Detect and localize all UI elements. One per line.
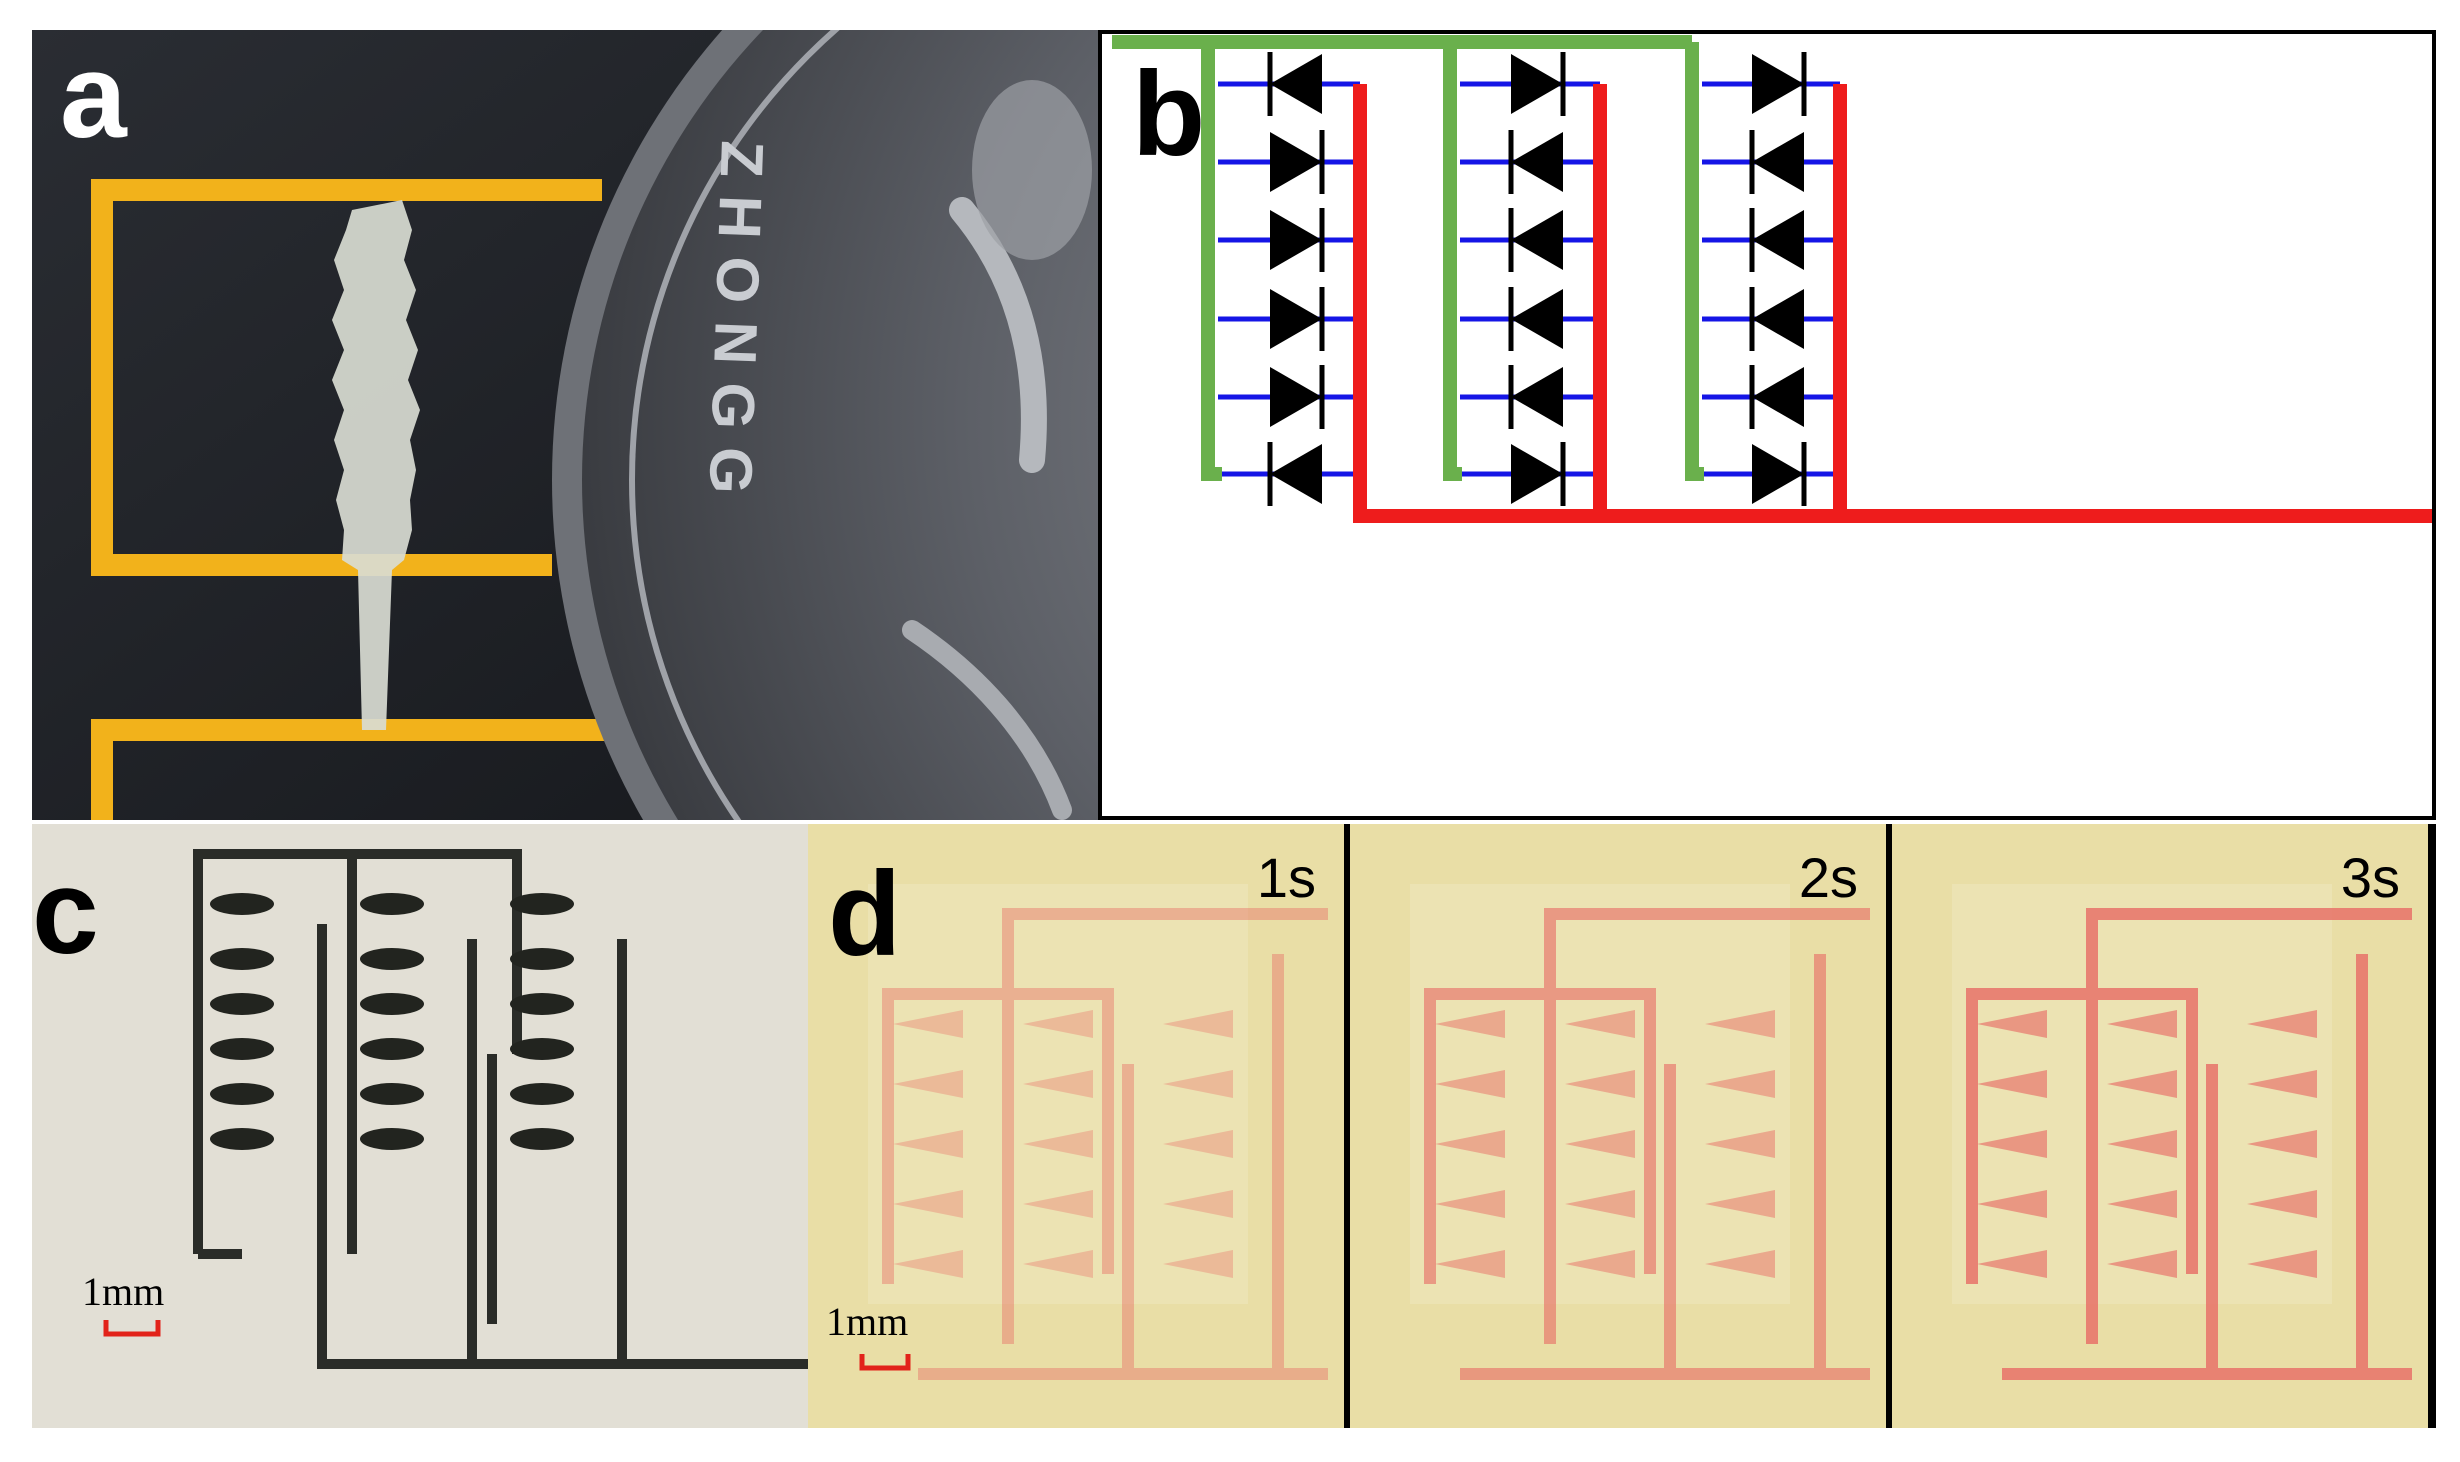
dye-droplets: [1977, 1010, 2317, 1278]
dye-filled-network: [882, 908, 1328, 1380]
droplet: [360, 993, 424, 1015]
droplet: [360, 1128, 424, 1150]
frame-time-label: 3s: [2340, 846, 2400, 909]
dye-filled-network: [1966, 908, 2412, 1380]
diode-symbol: [1752, 52, 1807, 116]
panel-c-photo: [32, 824, 808, 1428]
panel-b-label: b: [1132, 47, 1206, 181]
droplet: [510, 948, 574, 970]
coin-inscription: ZHONGG: [696, 140, 776, 513]
droplet: [210, 893, 274, 915]
diode-symbol: [1270, 287, 1325, 351]
droplet: [210, 993, 274, 1015]
top-rail-wire: [1112, 35, 1704, 481]
panel-a: ZHONGG a: [32, 30, 1098, 820]
droplet: [360, 948, 424, 970]
circuit-schematic: [1112, 35, 2432, 523]
droplet: [510, 993, 574, 1015]
droplet: [360, 893, 424, 915]
panel-a-label: a: [60, 30, 127, 163]
panel-c-label: c: [32, 845, 99, 979]
diode-symbol: [1508, 365, 1563, 429]
coin: ZHONGG: [552, 30, 1098, 820]
diode-symbol: [1270, 130, 1325, 194]
panel-b: b: [1098, 30, 2436, 820]
diode-symbol: [1270, 208, 1325, 272]
droplet: [510, 893, 574, 915]
panel-a-photo: ZHONGG: [32, 30, 1098, 820]
droplet: [510, 1038, 574, 1060]
droplet: [210, 1038, 274, 1060]
bottom-rail-wire: [1353, 84, 2432, 523]
panel-c-scale-bar: [103, 1320, 161, 1337]
frame-1s: 1s: [808, 824, 1344, 1428]
droplet: [510, 1128, 574, 1150]
droplet: [210, 1083, 274, 1105]
diode-symbol: [1749, 365, 1804, 429]
diode-symbol: [1511, 52, 1566, 116]
frame-time-label: 1s: [1256, 846, 1316, 909]
droplet: [210, 948, 274, 970]
dye-droplets: [893, 1010, 1233, 1278]
diode-symbol: [1752, 442, 1807, 506]
panel-d-scale-bar: [859, 1354, 911, 1371]
diode-symbol: [1267, 442, 1322, 506]
diode-symbol: [1508, 130, 1563, 194]
device-channel: [332, 200, 420, 730]
frame-2s: 2s: [1350, 824, 1886, 1428]
frame-photo: [1892, 824, 2428, 1428]
panel-c-scale-label: 1mm: [82, 1269, 165, 1314]
panel-d: 1s 2s 3s d 1mm: [808, 824, 2436, 1428]
droplet: [210, 1128, 274, 1150]
droplet: [510, 1083, 574, 1105]
droplet: [360, 1038, 424, 1060]
frame-photo: [1350, 824, 1886, 1428]
frame-3s: 3s: [1892, 824, 2428, 1428]
channel-droplets: [210, 893, 574, 1150]
droplet: [360, 1083, 424, 1105]
frame-photo: [808, 824, 1344, 1428]
diode-symbol: [1270, 365, 1325, 429]
panel-d-scale-label: 1mm: [826, 1299, 909, 1344]
frame-time-label: 2s: [1798, 846, 1858, 909]
diode-symbol: [1749, 208, 1804, 272]
diode-symbol: [1267, 52, 1322, 116]
dye-filled-network: [1424, 908, 1870, 1380]
diode-symbol: [1508, 287, 1563, 351]
diode-symbol: [1508, 208, 1563, 272]
diode-symbol: [1749, 287, 1804, 351]
diode-symbol: [1511, 442, 1566, 506]
panel-c: c 1mm: [32, 824, 808, 1428]
yellow-electrode-traces: [91, 179, 672, 820]
diode-symbol: [1749, 130, 1804, 194]
dye-droplets: [1435, 1010, 1775, 1278]
panel-d-label: d: [828, 847, 902, 981]
